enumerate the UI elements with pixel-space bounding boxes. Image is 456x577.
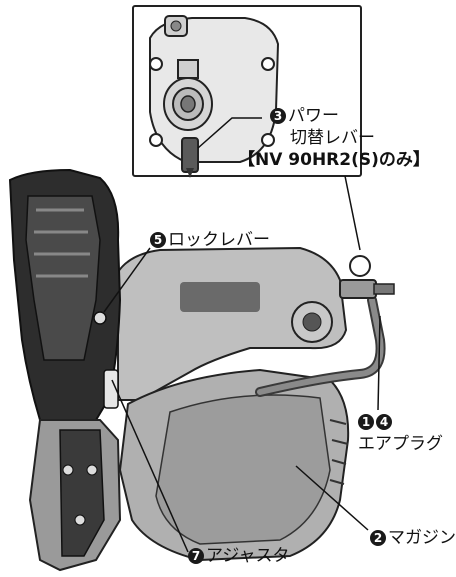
power-switch-line2: 切替レバー [290,128,375,148]
air-plug-label: エアプラグ [358,434,443,454]
magazine-text: マガジン [388,528,456,548]
leader-lines [103,247,381,553]
callout-number: 2 [370,530,386,546]
callout-number: 5 [150,232,166,248]
model-note: 【NV 90HR2(S)のみ】 [238,150,430,170]
adjuster-text: アジャスタ [206,546,290,566]
callout-number: 1 [358,414,374,430]
main-tool [8,168,395,572]
callout-number: 7 [188,548,204,564]
power-switch-line1: パワー [288,106,339,126]
callout-number: 3 [270,108,286,124]
lock-lever-text: ロックレバー [168,230,270,250]
callout-number: 4 [376,414,392,430]
